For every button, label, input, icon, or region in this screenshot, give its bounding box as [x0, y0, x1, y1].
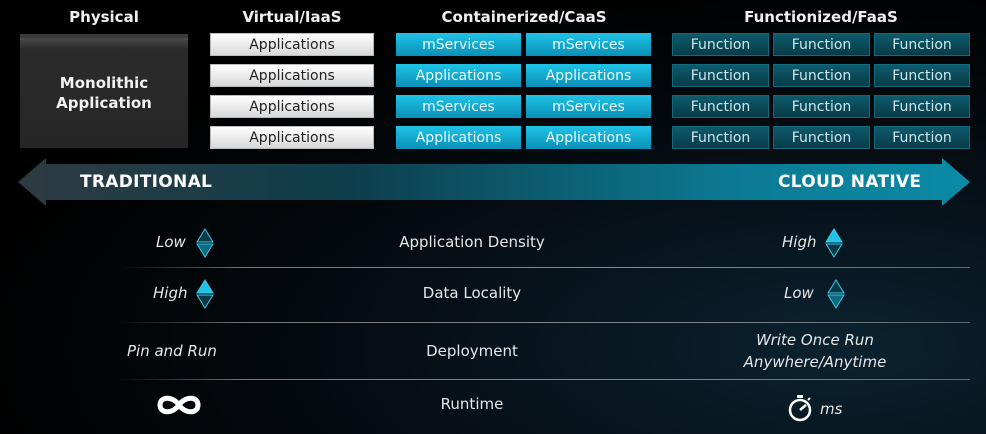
- arrow-label-cloud-native: CLOUD NATIVE: [778, 172, 922, 192]
- stopwatch-icon: [788, 395, 812, 422]
- function-box: Function: [874, 95, 970, 118]
- virtual-app-box: Applications: [210, 126, 374, 149]
- deployment-cloud-native-line1: Write Once Run: [756, 331, 874, 349]
- function-box: Function: [672, 126, 769, 149]
- container-box: Applications: [526, 126, 651, 149]
- container-box: mServices: [526, 95, 651, 118]
- virtual-app-box: Applications: [210, 95, 374, 118]
- monolithic-application-block: Monolithic Application: [20, 34, 188, 148]
- virtual-app-box: Applications: [210, 33, 374, 56]
- row-divider: [120, 267, 970, 268]
- up-down-arrow-icon: [196, 279, 214, 309]
- traditional-to-cloud-native-arrow: [18, 158, 970, 206]
- function-box: Function: [773, 64, 870, 87]
- locality-cloud-native-value: Low: [784, 284, 814, 302]
- container-box: Applications: [526, 64, 651, 87]
- infinity-icon: [157, 395, 201, 415]
- up-down-arrow-icon: [196, 228, 214, 258]
- function-box: Function: [773, 95, 870, 118]
- container-box: mServices: [526, 33, 651, 56]
- runtime-cloud-native-value: ms: [820, 400, 843, 418]
- container-box: mServices: [396, 33, 521, 56]
- column-title-functionized: Functionized/FaaS: [744, 8, 898, 26]
- monolithic-line1: Monolithic: [59, 74, 149, 92]
- row-divider: [120, 379, 970, 380]
- function-box: Function: [672, 64, 769, 87]
- function-box: Function: [672, 95, 769, 118]
- monolithic-line2: Application: [56, 94, 152, 112]
- function-box: Function: [773, 126, 870, 149]
- function-box: Function: [773, 33, 870, 56]
- row-label-application-density: Application Density: [399, 233, 545, 251]
- arrow-label-traditional: TRADITIONAL: [80, 172, 213, 192]
- function-box: Function: [874, 33, 970, 56]
- row-divider: [120, 322, 970, 323]
- row-label-deployment: Deployment: [426, 342, 518, 360]
- function-box: Function: [874, 126, 970, 149]
- up-down-arrow-icon: [827, 279, 845, 309]
- row-label-data-locality: Data Locality: [422, 284, 522, 302]
- container-box: Applications: [396, 64, 521, 87]
- function-box: Function: [874, 64, 970, 87]
- density-traditional-value: Low: [156, 233, 186, 251]
- column-title-containerized: Containerized/CaaS: [441, 8, 607, 26]
- row-label-runtime: Runtime: [440, 395, 504, 413]
- locality-traditional-value: High: [153, 284, 188, 302]
- deployment-cloud-native-line2: Anywhere/Anytime: [743, 353, 887, 371]
- deployment-traditional-value: Pin and Run: [127, 342, 217, 360]
- column-title-virtual: Virtual/IaaS: [242, 8, 342, 26]
- virtual-app-box: Applications: [210, 64, 374, 87]
- density-cloud-native-value: High: [782, 233, 817, 251]
- column-title-physical: Physical: [69, 8, 139, 26]
- container-box: mServices: [396, 95, 521, 118]
- function-box: Function: [672, 33, 769, 56]
- up-down-arrow-icon: [825, 228, 843, 258]
- container-box: Applications: [396, 126, 521, 149]
